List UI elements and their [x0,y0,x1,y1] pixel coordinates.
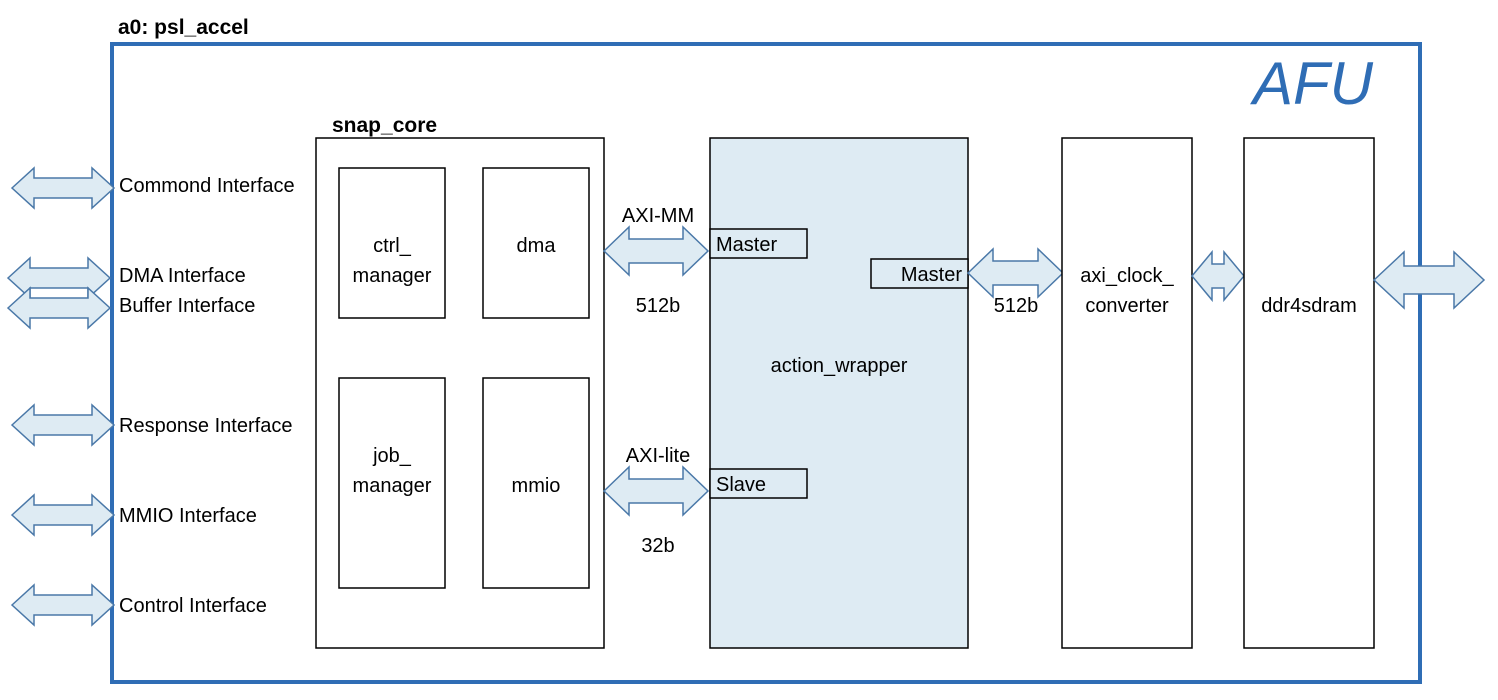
axi-lite-width: 32b [641,535,674,557]
mmio-box [482,377,590,589]
axi-lite-label: AXI-lite [626,445,690,467]
action-master-port-left-label: Master [716,234,777,256]
buffer-interface-arrow [6,286,112,330]
axi-lite-arrow [602,465,710,517]
dma-label: dma [517,235,557,257]
ctrl-manager-label-line2: manager [353,265,432,287]
snap-core-title: snap_core [332,114,437,137]
interface-label-commond: Commond Interface [119,175,295,197]
job-manager-box [338,377,446,589]
top-title: a0: psl_accel [118,16,249,39]
action-master-port-left [709,228,808,259]
axi-clock-converter-box [1061,137,1193,649]
external-memory-arrow [1372,250,1486,310]
axi-clock-converter-label-line2: converter [1085,295,1169,317]
ddr-link-width: 512b [994,295,1039,317]
dma-box [482,167,590,319]
axi-mm-arrow [602,225,710,277]
afu-label: AFU [1250,50,1374,117]
dma-interface-arrow [6,256,112,300]
commond-interface-arrow [10,166,116,210]
action-slave-port [709,468,808,499]
interface-arrows [6,166,116,627]
action-master-port-right [870,258,969,289]
interface-label-buffer: Buffer Interface [119,295,255,317]
mmio-interface-arrow [10,493,116,537]
job-manager-label-line2: manager [353,475,432,497]
mmio-label: mmio [512,475,561,497]
job-manager-label-line1: job_ [372,445,412,467]
interface-label-response: Response Interface [119,415,292,437]
action-wrapper-label: action_wrapper [771,355,908,377]
action-slave-port-label: Slave [716,474,766,496]
interface-label-mmio: MMIO Interface [119,505,257,527]
action-wrapper-box [709,137,969,649]
action-master-port-right-label: Master [901,264,962,286]
ctrl-manager-box [338,167,446,319]
response-interface-arrow [10,403,116,447]
axi-clock-converter-label-line1: axi_clock_ [1080,265,1174,287]
ddr4sdram-label: ddr4sdram [1261,295,1357,317]
interface-label-control: Control Interface [119,595,267,617]
ddr4sdram-box [1243,137,1375,649]
ctrl-manager-label-line1: ctrl_ [373,235,412,257]
interface-label-dma: DMA Interface [119,265,246,287]
control-interface-arrow [10,583,116,627]
axi-mm-label: AXI-MM [622,205,694,227]
axi-mm-width: 512b [636,295,681,317]
